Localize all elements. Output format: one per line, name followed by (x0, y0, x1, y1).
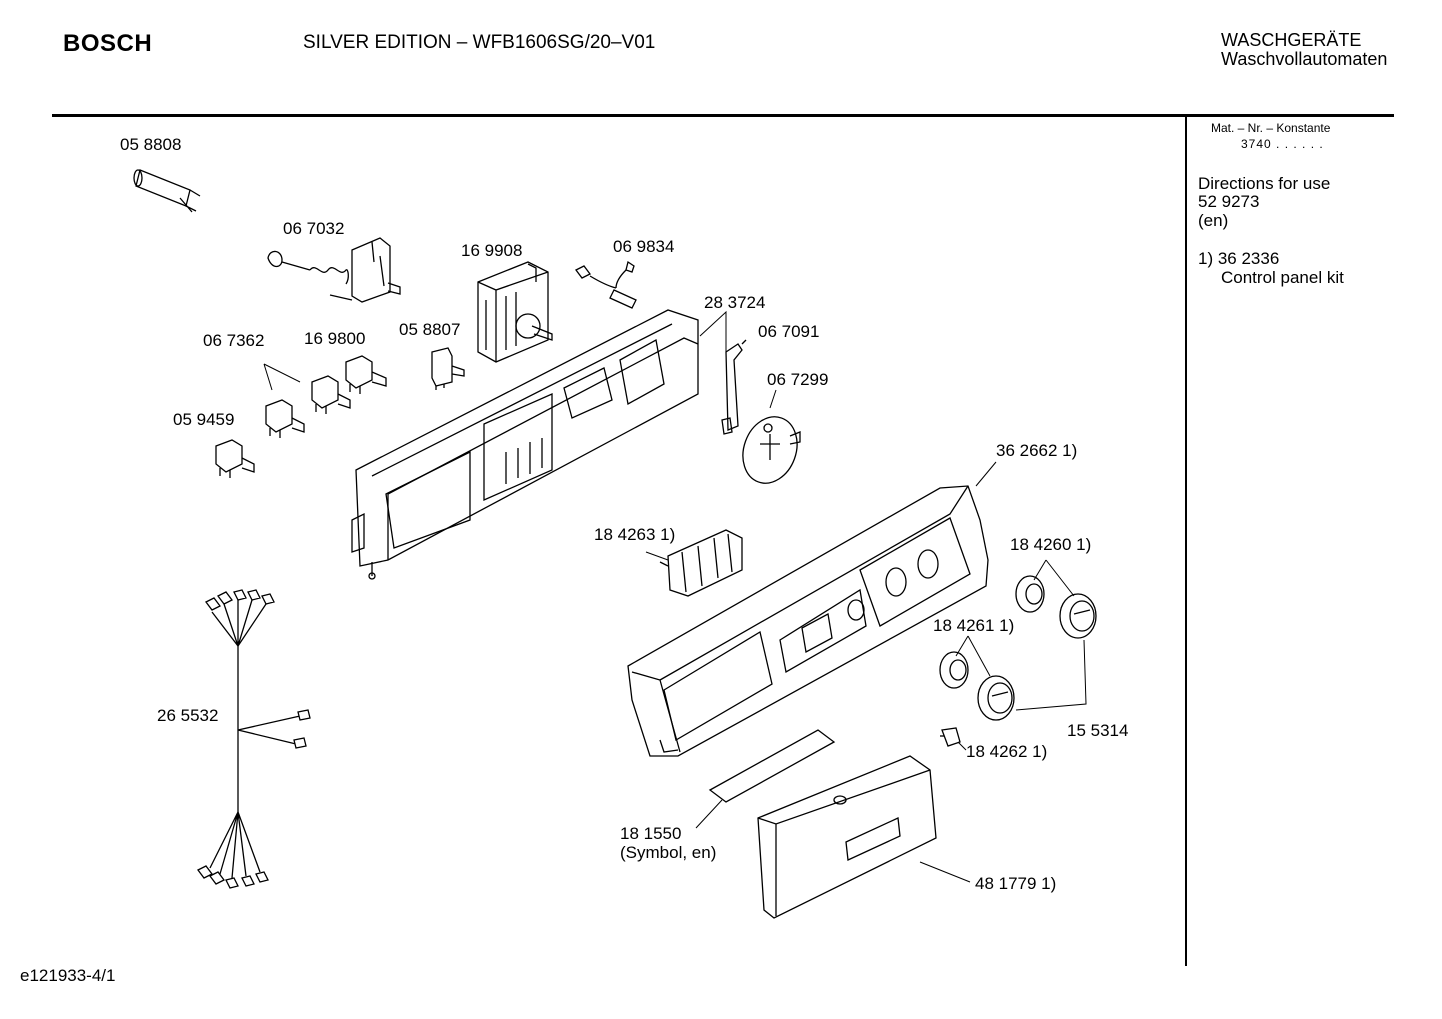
part-label-067091: 06 7091 (758, 322, 820, 341)
part-label-067032: 06 7032 (283, 219, 345, 238)
part-label-265532: 26 5532 (157, 706, 219, 725)
drawing-id: e121933-4/1 (20, 966, 116, 985)
part-label-155314: 15 5314 (1067, 721, 1129, 740)
switch-part-4 (215, 439, 255, 478)
footnote-text: Control panel kit (1221, 268, 1344, 287)
part-label-169908: 16 9908 (461, 241, 523, 260)
thermostat-part (267, 237, 401, 303)
part-label-069834: 06 9834 (613, 237, 675, 256)
mat-nr-label: Mat. – Nr. – Konstante (1211, 121, 1331, 135)
leader-lines (263, 310, 1087, 883)
knob-part-1 (1059, 593, 1097, 639)
button-block-part (659, 529, 743, 597)
mat-nr-value: 3740 . . . . . . (1241, 137, 1324, 151)
switch-part-2 (311, 375, 351, 414)
category-subtitle: Waschvollautomaten (1221, 49, 1388, 69)
sidebar-divider (1185, 116, 1187, 966)
control-panel-frame-part (351, 309, 699, 580)
sensor-part (575, 260, 637, 309)
exploded-parts-drawing (133, 169, 1097, 919)
part-label-059459: 05 9459 (173, 410, 235, 429)
part-label-181550-note: (Symbol, en) (620, 843, 717, 862)
category-title: WASCHGERÄTE (1221, 30, 1362, 50)
knob-base-part-2 (939, 651, 969, 689)
disc-part (742, 416, 801, 484)
model-title: SILVER EDITION – WFB1606SG/20–V01 (303, 32, 656, 53)
footnote-marker: 1) 36 2336 (1198, 249, 1280, 268)
directions-language: (en) (1198, 211, 1229, 230)
programmer-part (477, 261, 553, 363)
part-label-169800: 16 9800 (304, 329, 366, 348)
part-label-184261: 18 4261 1) (933, 616, 1015, 635)
part-label-067299: 06 7299 (767, 370, 829, 389)
part-label-058808: 05 8808 (120, 135, 182, 154)
part-label-481779: 48 1779 1) (975, 874, 1057, 893)
brand-logo: BOSCH (63, 30, 153, 57)
part-label-067362: 06 7362 (203, 331, 265, 350)
directions-number: 52 9273 (1198, 192, 1260, 211)
detergent-drawer-part (757, 755, 937, 919)
part-label-181550: 18 1550 (620, 824, 682, 843)
front-panel-part (627, 485, 989, 757)
potentiometer-part (431, 347, 465, 390)
switch-part-1 (345, 355, 387, 394)
knob-part-2 (977, 675, 1015, 721)
part-label-058807: 05 8807 (399, 320, 461, 339)
switch-part-3 (265, 399, 305, 438)
part-label-184262: 18 4262 1) (966, 742, 1048, 761)
part-label-184260: 18 4260 1) (1010, 535, 1092, 554)
symbol-strip-part (708, 729, 836, 803)
knob-base-part-1 (1015, 575, 1045, 613)
wiring-harness-part (197, 589, 311, 889)
header-divider (52, 114, 1394, 117)
lever-part (721, 339, 747, 435)
part-label-184263: 18 4263 1) (594, 525, 676, 544)
screw-part (940, 727, 961, 747)
part-label-362662: 36 2662 1) (996, 441, 1078, 460)
directions-title: Directions for use (1198, 174, 1331, 193)
part-label-283724: 28 3724 (704, 293, 766, 312)
capacitor-part (133, 169, 201, 213)
